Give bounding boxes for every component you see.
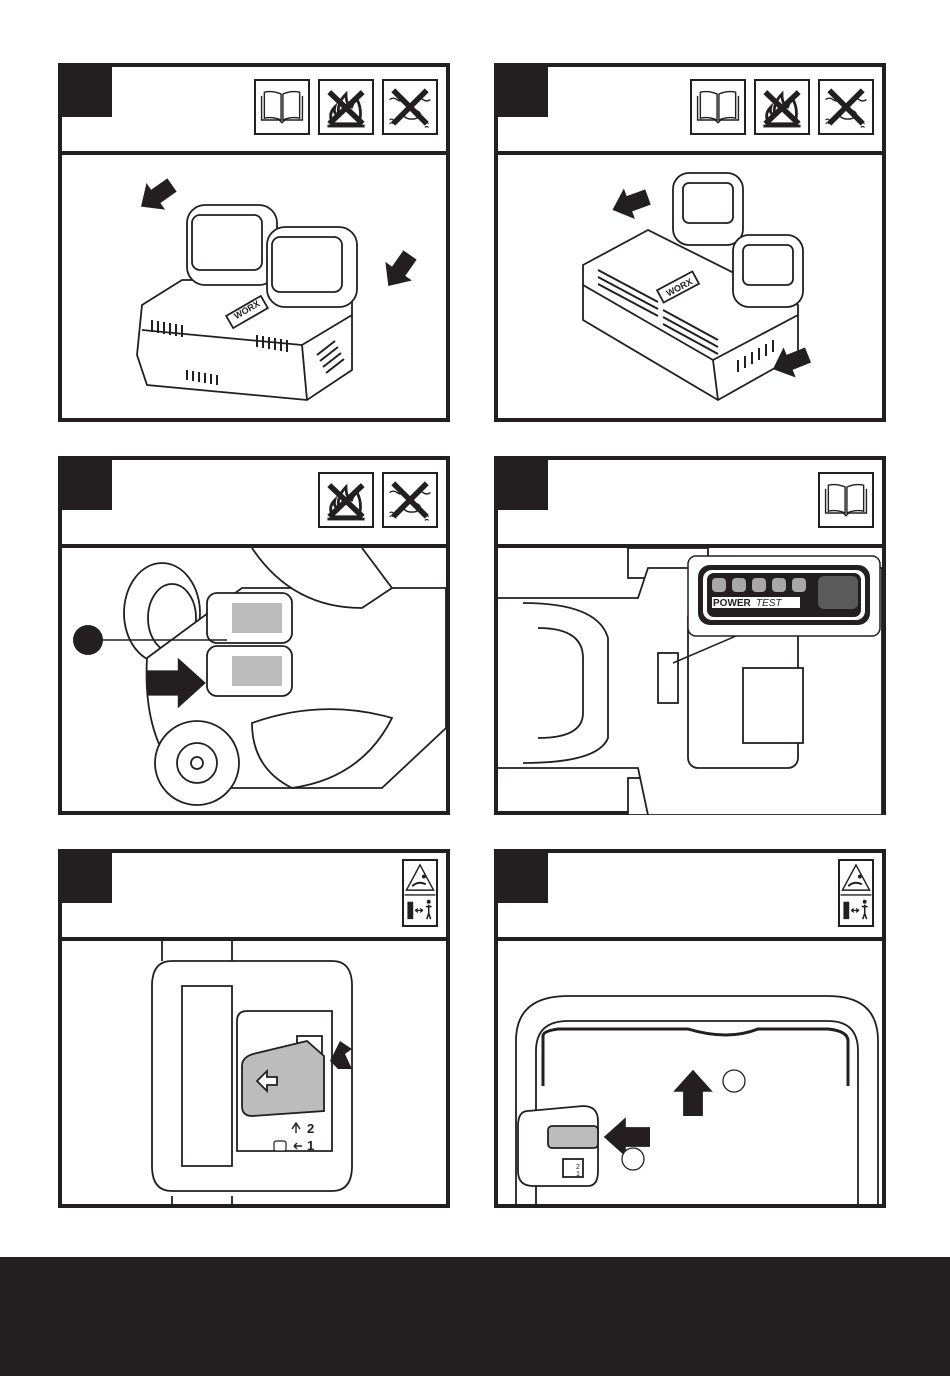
step-panel-5: 2 1	[58, 849, 450, 1208]
test-label: TEST	[756, 598, 782, 609]
read-manual-icon	[254, 79, 310, 135]
symbol-row	[690, 79, 874, 135]
arrow-icon	[375, 246, 423, 296]
thrown-object-warning-icon	[838, 859, 874, 927]
step-panel-2: WORX	[494, 63, 886, 422]
no-water-icon	[818, 79, 874, 135]
step-panel-3	[58, 456, 450, 815]
step-panel-4: POWER TEST	[494, 456, 886, 815]
no-water-icon	[382, 472, 438, 528]
step-number-box	[498, 460, 548, 510]
page-footer-band	[0, 1257, 950, 1376]
battery-level-segment	[752, 578, 766, 592]
charger-illustration: WORX	[498, 155, 882, 422]
no-fire-icon	[318, 79, 374, 135]
callout-circle	[622, 1148, 644, 1170]
thrown-object-warning-icon	[402, 859, 438, 927]
symbol-row	[318, 472, 438, 528]
no-fire-icon	[754, 79, 810, 135]
symbol-row	[402, 859, 438, 927]
safety-switch-illustration: 2 1	[62, 941, 446, 1208]
panel-header	[498, 67, 882, 155]
battery-level-segment	[772, 578, 786, 592]
callout-circle	[723, 1070, 745, 1092]
battery-level-segment	[732, 578, 746, 592]
panel-header	[62, 853, 446, 941]
battery-level-segment	[792, 578, 806, 592]
step-2-label: 2	[576, 1164, 580, 1171]
arrow-icon	[132, 172, 182, 220]
panel-header	[498, 460, 882, 548]
step-number-box	[62, 460, 112, 510]
step-number-box	[498, 67, 548, 117]
handle-bail-illustration: 2 1	[498, 941, 882, 1208]
mower-battery-illustration	[62, 548, 446, 815]
arrow-icon	[607, 182, 654, 225]
charger-illustration: WORX	[62, 155, 446, 422]
step-number-box	[62, 67, 112, 117]
symbol-row	[254, 79, 438, 135]
no-water-icon	[382, 79, 438, 135]
power-test-button	[818, 576, 858, 609]
panel-header	[498, 853, 882, 941]
no-fire-icon	[318, 472, 374, 528]
mower-top-view-illustration: POWER TEST	[498, 548, 882, 815]
step-2-label: 2	[307, 1121, 314, 1136]
read-manual-icon	[818, 472, 874, 528]
panel-header	[62, 460, 446, 548]
arrow-icon	[673, 1070, 713, 1116]
step-1-label: 1	[307, 1138, 314, 1153]
step-1-label: 1	[576, 1171, 580, 1178]
step-panel-1: WORX	[58, 63, 450, 422]
panel-header	[62, 67, 446, 155]
read-manual-icon	[690, 79, 746, 135]
callout-dot	[73, 625, 103, 655]
battery-level-segment	[712, 578, 726, 592]
symbol-row	[838, 859, 874, 927]
step-number-box	[498, 853, 548, 903]
step-panel-6: 2 1	[494, 849, 886, 1208]
power-label: POWER	[713, 598, 752, 609]
symbol-row	[818, 472, 874, 528]
step-number-box	[62, 853, 112, 903]
